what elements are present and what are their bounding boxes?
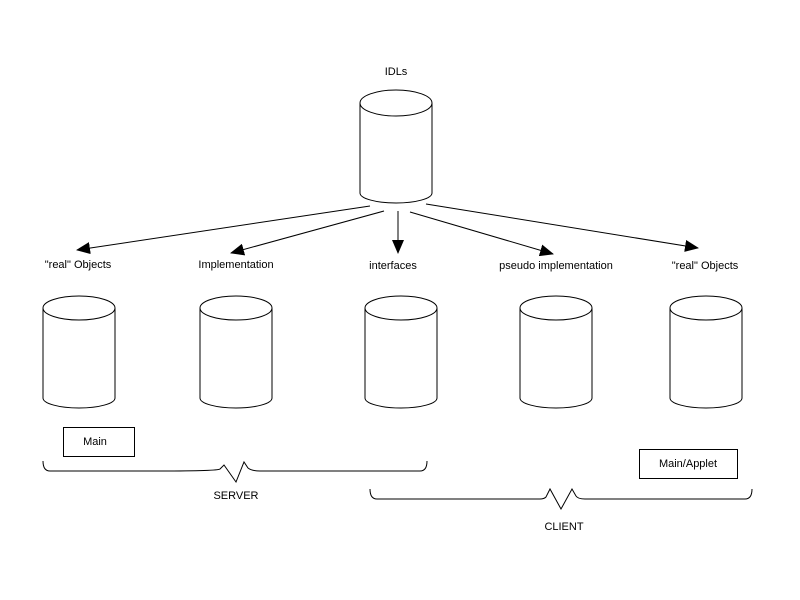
client-main-label: Main/Applet: [659, 458, 717, 470]
arrow-to-pseudo-implementation: [409, 211, 554, 257]
cylinder-interfaces: [364, 295, 438, 409]
client-main-box: [639, 449, 738, 479]
server-brace: [42, 460, 428, 484]
label-client-real-objects: "real" Objects: [672, 260, 739, 272]
server-main-box: [63, 427, 135, 457]
arrow-to-client-objects: [425, 203, 699, 252]
cylinder-client-real-objects: [669, 295, 743, 409]
arrow-to-server-objects: [76, 205, 371, 255]
label-implementation: Implementation: [198, 259, 273, 271]
client-group-label: CLIENT: [544, 521, 583, 533]
arrow-to-implementation: [230, 210, 385, 256]
cylinder-implementation: [199, 295, 273, 409]
label-pseudo-implementation: pseudo implementation: [499, 260, 613, 272]
cylinder-pseudo-implementation: [519, 295, 593, 409]
client-brace: [369, 487, 753, 511]
label-server-real-objects: "real" Objects: [45, 259, 112, 271]
idl-cylinder: [359, 89, 433, 204]
idl-label: IDLs: [385, 66, 408, 78]
server-main-label: Main: [83, 436, 107, 448]
server-group-label: SERVER: [213, 490, 258, 502]
label-interfaces: interfaces: [369, 260, 417, 272]
cylinder-server-real-objects: [42, 295, 116, 409]
